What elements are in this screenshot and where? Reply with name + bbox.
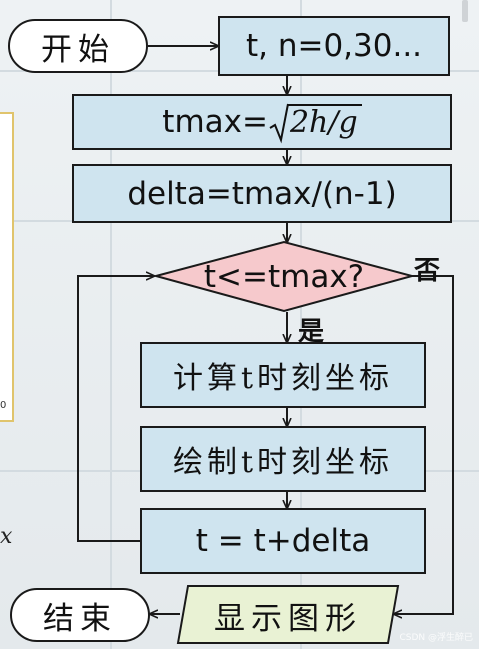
increment-node: t = t+delta [140,508,426,574]
display-label: 显示图形 [214,600,362,637]
draw-label: 绘制t时刻坐标 [172,445,394,480]
bg-line [300,0,302,649]
sqrt-radical-sign [269,103,289,144]
tmax-lhs: tmax= [162,104,268,140]
display-node: 显示图形 [190,588,386,642]
draw-node: 绘制t时刻坐标 [140,426,426,492]
start-label: 开始 [41,31,115,68]
watermark: CSDN @浮生醉已 [399,633,473,643]
display-parallelogram [176,585,400,644]
sqrt-expression: 2h/g [269,102,362,144]
arrow-no-to-display [394,275,454,614]
start-node: 开始 [8,19,148,73]
background-axis-zero: 0 [0,400,7,411]
increment-label: t = t+delta [195,523,371,559]
init-label: t, n=0,30... [245,28,423,64]
tmax-node: tmax= 2h/g [72,94,452,150]
background-plot-panel [0,112,14,422]
sqrt-radicand: 2h/g [287,104,362,140]
background-axis-x: x [0,524,13,549]
delta-node: delta=tmax/(n-1) [72,164,452,223]
delta-label: delta=tmax/(n-1) [127,175,397,212]
arrow-loop-back [77,276,154,542]
compute-label: 计算t时刻坐标 [172,361,394,396]
compute-node: 计算t时刻坐标 [140,342,426,408]
bg-mark [462,0,468,22]
decision-node: t<=tmax? [186,250,382,304]
decision-diamond [152,240,416,313]
no-branch-label: 否 [414,256,441,286]
decision-label: t<=tmax? [203,259,365,295]
end-node: 结束 [10,588,150,642]
bg-line [110,0,112,649]
init-node: t, n=0,30... [218,16,450,76]
end-label: 结束 [43,600,117,637]
